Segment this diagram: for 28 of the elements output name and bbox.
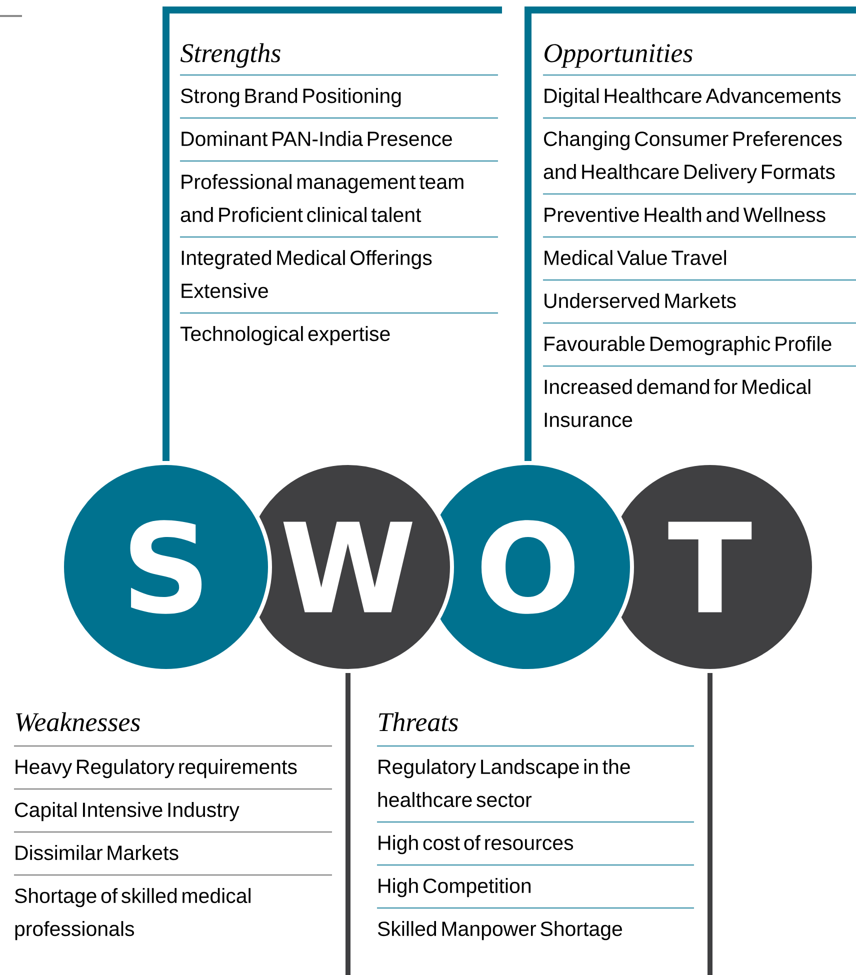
list-item: Dominant PAN-India Presence — [182, 131, 452, 146]
list-item: Favourable Demographic Profile — [544, 336, 832, 356]
list-item: High Competition — [378, 878, 530, 898]
list-item: High cost of resources — [378, 835, 574, 854]
connector-line — [524, 445, 532, 461]
panel-heading: Weaknesses — [16, 712, 140, 732]
list-item: Integrated Medical Offerings Extensive — [182, 250, 432, 298]
list-item: Medical Value Travel — [544, 250, 726, 266]
list-item: Dissimilar Markets — [16, 845, 178, 860]
connector-line — [162, 445, 170, 461]
list-item: Regulatory Landscape in the healthcare sector — [378, 759, 630, 808]
list-item: Heavy Regulatory requirements — [16, 759, 297, 778]
list-item: Digital Healthcare Advancements — [544, 88, 841, 108]
list-item: Shortage of skilled medical professionals — [14, 888, 250, 940]
panel-heading: Strengths — [180, 43, 280, 68]
list-item: Increased demand for Medical Insurance — [544, 379, 810, 428]
connector-line — [346, 673, 350, 690]
list-item: Changing Consumer Preferences and Healthcare Delivery Formats — [544, 131, 842, 184]
list-item: Capital Intensive Industry — [15, 802, 240, 822]
list-item: Preventive Health and Wellness — [544, 207, 826, 222]
list-item: Skilled Manpower Shortage — [378, 921, 622, 940]
list-item: Underserved Markets — [544, 293, 736, 308]
list-item: Technological expertise — [180, 326, 390, 346]
list-item: Professional management team and Proficient clinical talent — [180, 174, 464, 222]
list-item: Strong Brand Positioning — [180, 88, 401, 108]
panel-heading: Opportunities — [544, 44, 692, 68]
panel-heading: Threats — [378, 712, 458, 732]
connector-line — [708, 673, 712, 690]
